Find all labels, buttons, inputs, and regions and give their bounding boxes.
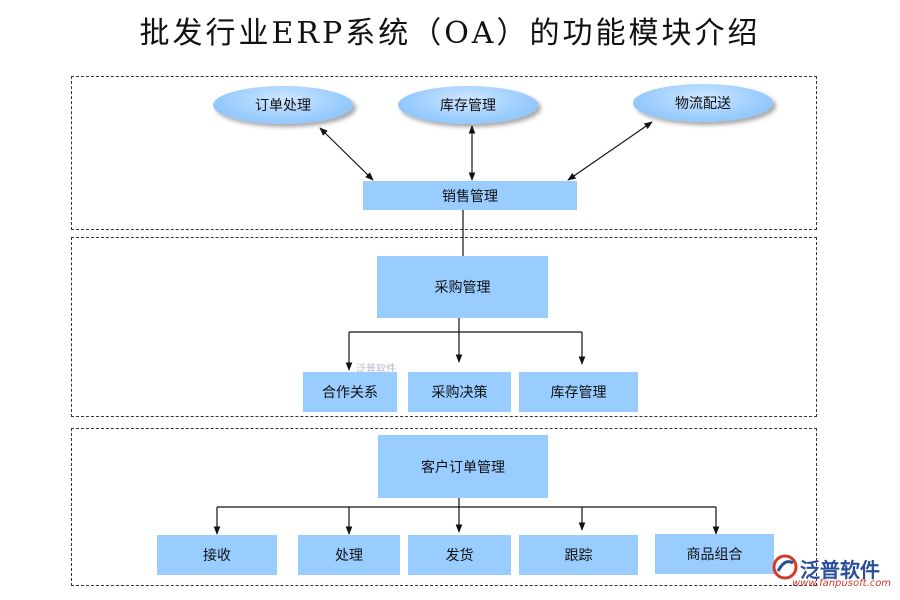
arrow-order-sales [319, 127, 374, 181]
purchase-management-node: 采购管理 [377, 256, 548, 318]
process-node: 处理 [298, 535, 400, 575]
arrow-logistics-sales [567, 121, 653, 181]
fanpu-logo-icon [772, 554, 798, 580]
diagram-title: 批发行业ERP系统（OA）的功能模块介绍 [139, 16, 761, 51]
sales-section-frame [71, 76, 817, 230]
ship-node: 发货 [408, 535, 511, 575]
watermark-text: 泛普软件 [356, 364, 396, 375]
customer-order-management-node: 客户订单管理 [378, 435, 548, 498]
receive-node: 接收 [157, 535, 277, 575]
order-processing-node: 订单处理 [213, 86, 353, 124]
logistics-node: 物流配送 [633, 84, 773, 122]
purchase-section-frame [71, 237, 817, 417]
logo-name: 泛普软件 [800, 558, 880, 582]
customer-order-section-frame [71, 428, 817, 586]
partnership-node: 合作关系 [303, 372, 397, 412]
stock-management-node: 库存管理 [519, 372, 638, 412]
purchase-decision-node: 采购决策 [408, 372, 511, 412]
product-combination-node: 商品组合 [655, 534, 774, 574]
sales-management-node: 销售管理 [363, 181, 577, 210]
track-node: 跟踪 [519, 535, 638, 575]
logo-url: www.fanpusoft.com [792, 578, 892, 589]
inventory-management-node: 库存管理 [398, 86, 538, 124]
